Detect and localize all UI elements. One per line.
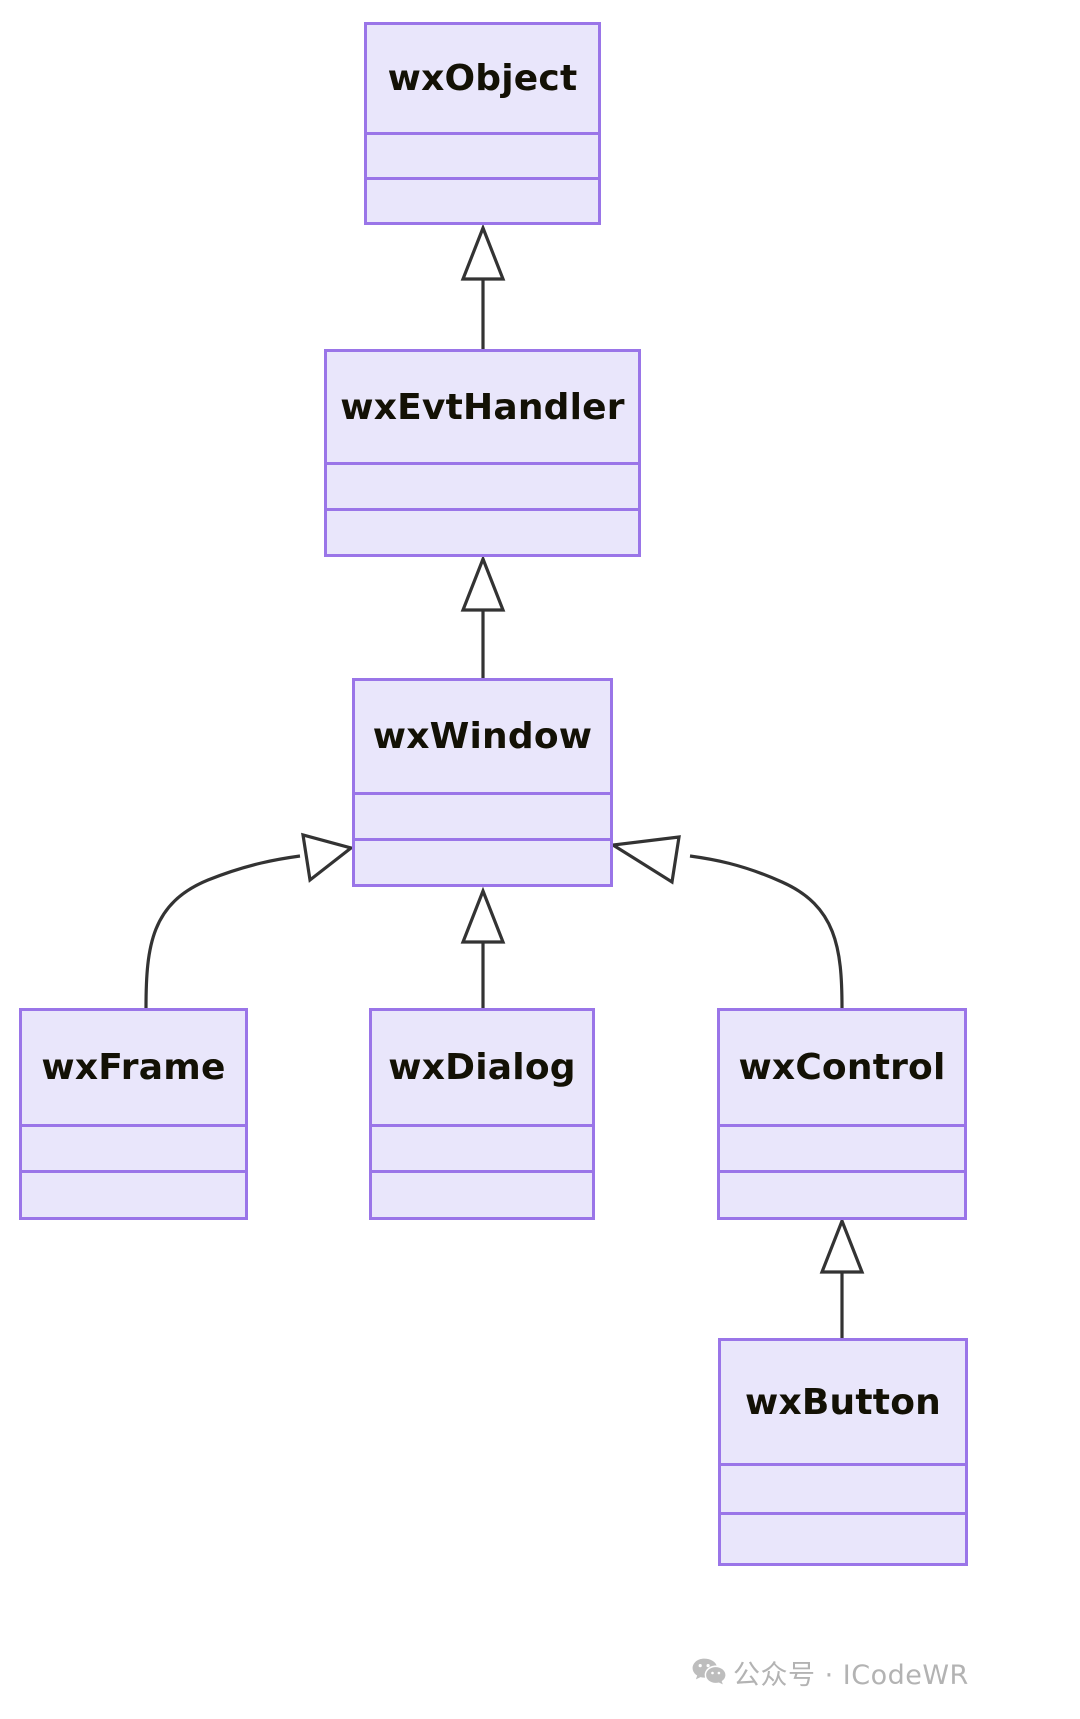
class-separator: [372, 1124, 592, 1127]
class-separator: [355, 838, 610, 841]
class-separator: [721, 1463, 965, 1466]
class-attributes-wxWindow: [355, 795, 610, 838]
edge-control-to-window: [608, 835, 844, 1009]
class-separator: [720, 1170, 964, 1173]
class-operations-wxFrame: [22, 1173, 245, 1217]
edge-frame-to-window: [144, 832, 355, 1009]
class-attributes-wxEvtHandler: [327, 465, 638, 508]
class-box-wxButton[interactable]: wxButton: [718, 1338, 968, 1566]
class-attributes-wxDialog: [372, 1127, 592, 1170]
class-separator: [355, 792, 610, 795]
edge-window-to-evthandler: [460, 554, 506, 678]
class-separator: [721, 1512, 965, 1515]
class-name-wxButton: wxButton: [745, 1381, 941, 1423]
class-operations-wxWindow: [355, 841, 610, 884]
class-operations-wxControl: [720, 1173, 964, 1217]
class-attributes-wxControl: [720, 1127, 964, 1170]
class-name-wxEvtHandler: wxEvtHandler: [340, 386, 625, 428]
class-name-wxObject: wxObject: [387, 58, 578, 99]
watermark-text: 公众号 · ICodeWR: [733, 1660, 969, 1691]
class-name-wxControl: wxControl: [738, 1047, 946, 1088]
class-operations-wxDialog: [372, 1173, 592, 1217]
class-name-wxDialog: wxDialog: [388, 1047, 576, 1088]
watermark: 公众号 · ICodeWR: [692, 1653, 969, 1692]
class-box-wxObject[interactable]: wxObject: [364, 22, 601, 225]
edge-dialog-to-window: [460, 886, 506, 1008]
edge-evthandler-to-object: [460, 223, 506, 349]
class-name-wxWindow: wxWindow: [372, 716, 593, 757]
class-operations-wxObject: [367, 180, 598, 222]
class-separator: [720, 1124, 964, 1127]
class-separator: [367, 177, 598, 180]
wechat-icon: [692, 1658, 726, 1684]
class-separator: [22, 1170, 245, 1173]
class-box-wxDialog[interactable]: wxDialog: [369, 1008, 595, 1220]
class-operations-wxButton: [721, 1515, 965, 1563]
class-attributes-wxFrame: [22, 1127, 245, 1170]
class-name-wxFrame: wxFrame: [41, 1047, 226, 1088]
class-separator: [367, 132, 598, 135]
class-attributes-wxButton: [721, 1466, 965, 1512]
class-box-wxFrame[interactable]: wxFrame: [19, 1008, 248, 1220]
class-box-wxControl[interactable]: wxControl: [717, 1008, 967, 1220]
class-box-wxEvtHandler[interactable]: wxEvtHandler: [324, 349, 641, 557]
class-separator: [22, 1124, 245, 1127]
class-separator: [372, 1170, 592, 1173]
class-box-wxWindow[interactable]: wxWindow: [352, 678, 613, 887]
edge-button-to-control: [819, 1216, 865, 1338]
class-separator: [327, 508, 638, 511]
class-operations-wxEvtHandler: [327, 511, 638, 554]
class-attributes-wxObject: [367, 135, 598, 177]
class-separator: [327, 462, 638, 465]
